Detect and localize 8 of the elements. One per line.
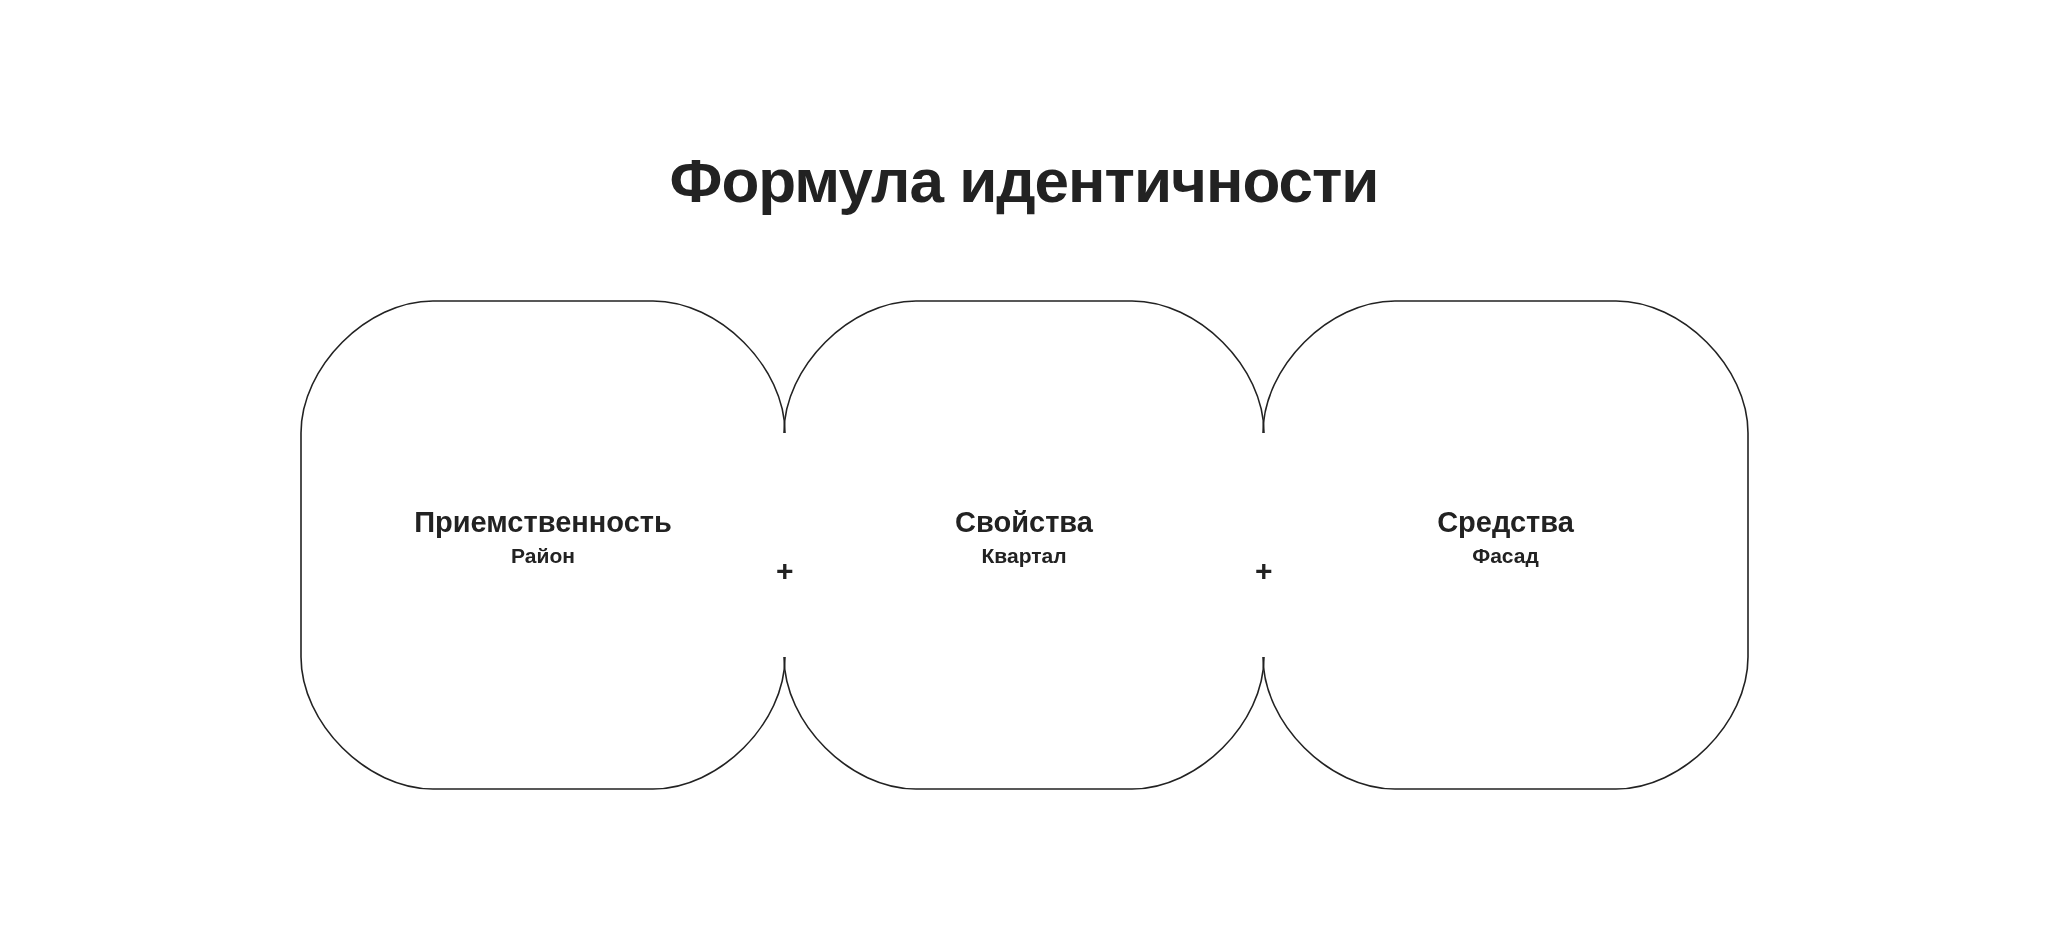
panel-subtitle: Квартал bbox=[981, 543, 1067, 569]
panel-heading: Приемственность bbox=[414, 506, 672, 540]
plus-sign: + bbox=[776, 556, 794, 586]
panel-heading: Свойства bbox=[955, 506, 1093, 540]
panel-subtitle: Район bbox=[511, 543, 575, 569]
panel-heading: Средства bbox=[1437, 506, 1574, 540]
panel-subtitle: Фасад bbox=[1472, 543, 1539, 569]
plus-sign: + bbox=[1255, 556, 1273, 586]
